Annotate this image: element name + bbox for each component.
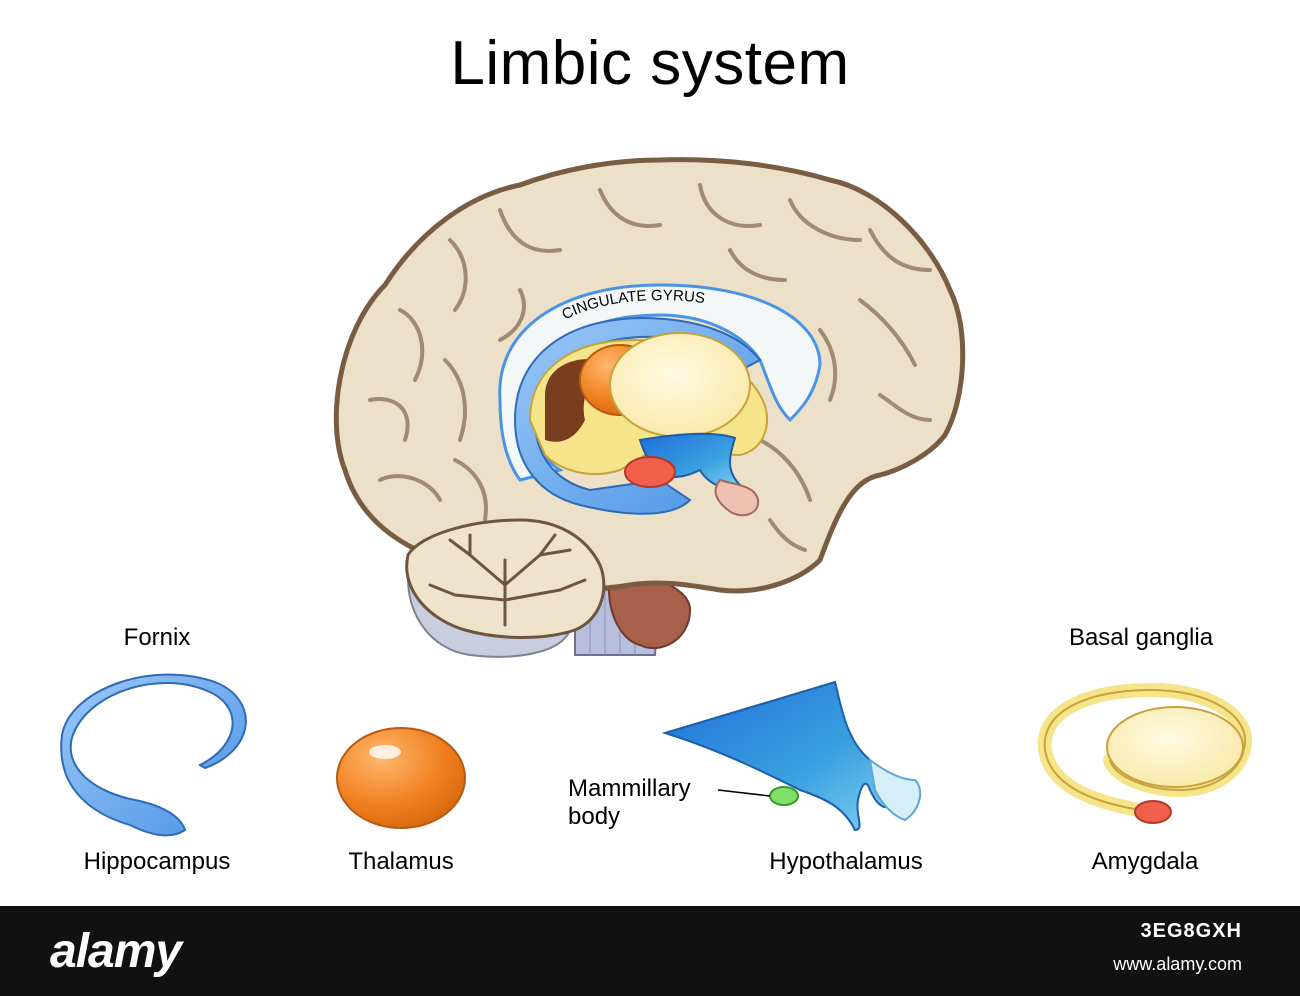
lentiform-in-brain xyxy=(609,332,751,438)
watermark-footer: alamy 3EG8GXH www.alamy.com xyxy=(0,906,1300,996)
label-hypothalamus: Hypothalamus xyxy=(769,848,923,875)
label-mammillary-line2: body xyxy=(568,803,621,830)
label-basal-ganglia: Basal ganglia xyxy=(1068,624,1214,651)
label-amygdala: Amygdala xyxy=(1091,848,1199,875)
cerebellum xyxy=(405,518,606,639)
label-mammillary-line1: Mammillary xyxy=(568,775,691,802)
brain-diagram: CINGULATE GYRUS xyxy=(333,157,966,658)
brain-folds xyxy=(368,183,932,552)
page-title: Limbic system xyxy=(450,29,850,98)
image-id: 3EG8GXH xyxy=(1140,920,1242,942)
alamy-logo: alamy xyxy=(50,925,182,978)
pituitary xyxy=(714,478,760,517)
site-url: www.alamy.com xyxy=(1113,954,1242,974)
label-hippocampus: Hippocampus xyxy=(83,848,231,875)
label-thalamus: Thalamus xyxy=(348,848,454,875)
label-fornix: Fornix xyxy=(123,624,191,651)
illustration-canvas: Limbic system xyxy=(60,29,1253,875)
amygdala-in-brain xyxy=(624,456,676,488)
